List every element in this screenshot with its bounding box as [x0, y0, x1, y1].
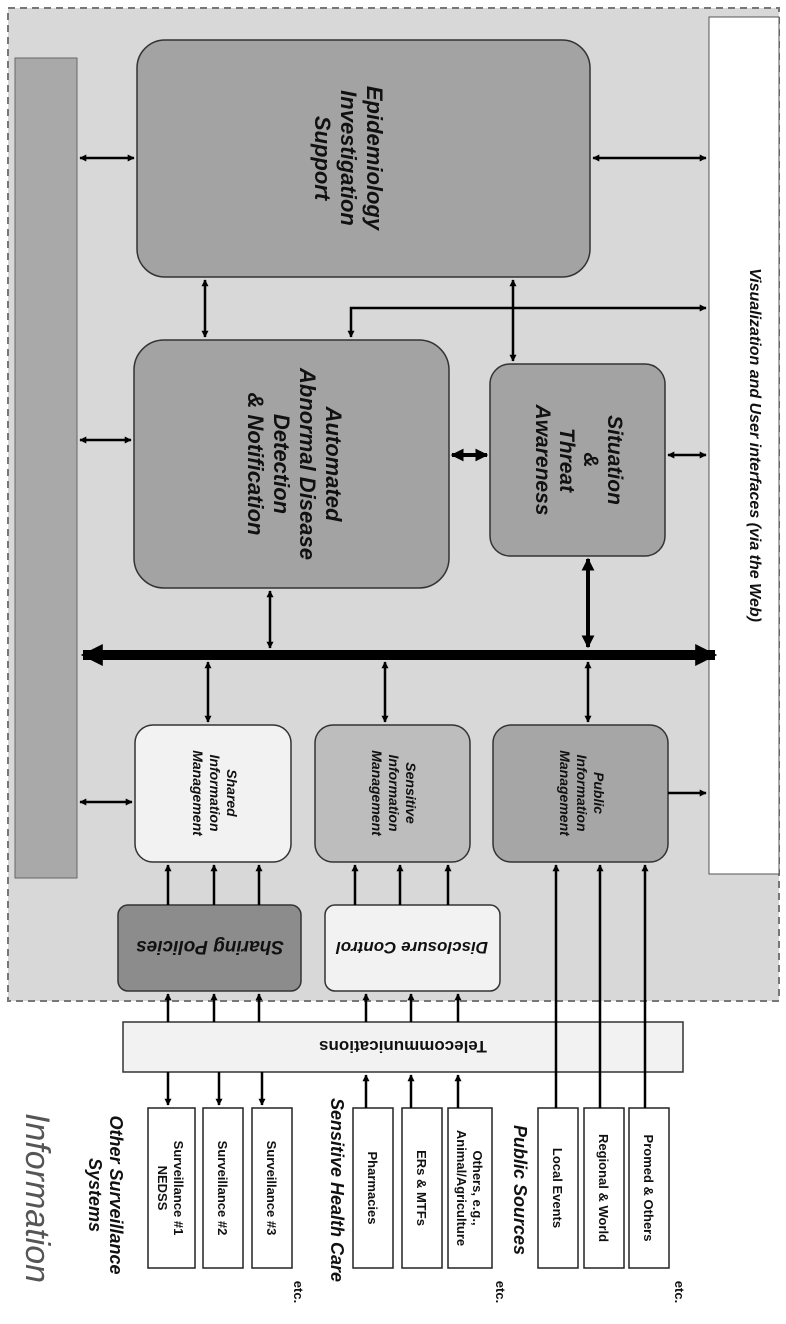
disclosure-control-label: Disclosure Control	[335, 938, 488, 957]
public-etc-label: etc.	[672, 1281, 687, 1303]
visualization-label: Visualization and User interfaces (via t…	[746, 268, 763, 622]
public-line2: Information	[574, 755, 590, 832]
automated-detection-box	[133, 339, 450, 589]
situation-line3: Threat	[555, 428, 578, 493]
automated-line3: Detection	[269, 414, 294, 514]
others-animal-line1: Others, e.g.,	[470, 1150, 485, 1225]
public-line3: Management	[557, 750, 573, 837]
shared-line2: Information	[207, 755, 223, 832]
promed-others-box	[628, 1107, 670, 1269]
information-title: Information	[18, 1113, 56, 1283]
sensitive-health-care-title: Sensitive Health Care	[327, 1098, 347, 1282]
situation-threat-box	[489, 363, 666, 557]
telecommunications-label: Telecommunications	[319, 1037, 487, 1056]
sensitive-line3: Management	[369, 750, 385, 837]
sensitive-line1: Sensitive	[403, 762, 419, 824]
epidemiology-line3: Support	[310, 116, 335, 202]
regional-world-box	[583, 1107, 625, 1269]
surveillance-3-label: Surveillance #3	[264, 1141, 279, 1236]
ers-mtfs-label: ERs & MTFs	[414, 1150, 429, 1226]
sharing-policies-label: Sharing Policies	[136, 936, 284, 957]
others-animal-box	[447, 1107, 493, 1269]
local-events-label: Local Events	[550, 1148, 565, 1228]
shared-line3: Management	[190, 750, 206, 837]
other-surveillance-title-1: Other Surveillance	[106, 1115, 126, 1274]
pharmacies-box	[352, 1107, 394, 1269]
automated-line2: Abnormal Disease	[295, 367, 320, 560]
surveillance-2-label: Surveillance #2	[215, 1141, 230, 1236]
promed-others-label: Promed & Others	[641, 1135, 656, 1242]
ers-mtfs-box	[401, 1107, 443, 1269]
others-animal-line3: etc.	[493, 1281, 508, 1303]
disclosure-control-box	[324, 904, 501, 992]
sensitive-line2: Information	[386, 755, 402, 832]
epidemiology-box	[136, 39, 591, 278]
surveillance-3-box	[251, 1107, 293, 1269]
telecommunications-bar	[122, 1021, 684, 1073]
other-surveillance-title-2: Systems	[85, 1158, 105, 1232]
surveillance-2-box	[202, 1107, 244, 1269]
epidemiology-line1: Epidemiology	[362, 86, 387, 232]
left-integration-bar	[14, 57, 78, 879]
public-sources-title: Public Sources	[510, 1125, 530, 1255]
sharing-policies-box	[117, 904, 302, 992]
shared-line1: Shared	[224, 769, 240, 817]
public-line1: Public	[591, 772, 607, 814]
situation-line1: Situation	[603, 415, 626, 505]
others-animal-line2: Animal/Agriculture	[454, 1130, 469, 1246]
situation-line4: Awareness	[531, 404, 554, 516]
pharmacies-label: Pharmacies	[365, 1152, 380, 1225]
surveillance-1-line1: Surveillance #1	[171, 1141, 186, 1236]
connector-arrows	[79, 154, 718, 1108]
visualization-bar	[708, 16, 780, 875]
regional-world-label: Regional & World	[596, 1134, 611, 1242]
epidemiology-line2: Investigation	[336, 90, 361, 226]
surveillance-etc-label: etc.	[291, 1281, 306, 1303]
surveillance-1-box	[147, 1107, 196, 1269]
shared-info-box	[134, 724, 292, 863]
automated-line1: Automated	[321, 406, 346, 522]
automated-line4: & Notification	[243, 393, 268, 536]
situation-line2: &	[579, 452, 602, 467]
sensitive-info-box	[314, 724, 471, 863]
local-events-box	[537, 1107, 579, 1269]
surveillance-1-line2: NEDSS	[155, 1166, 170, 1211]
